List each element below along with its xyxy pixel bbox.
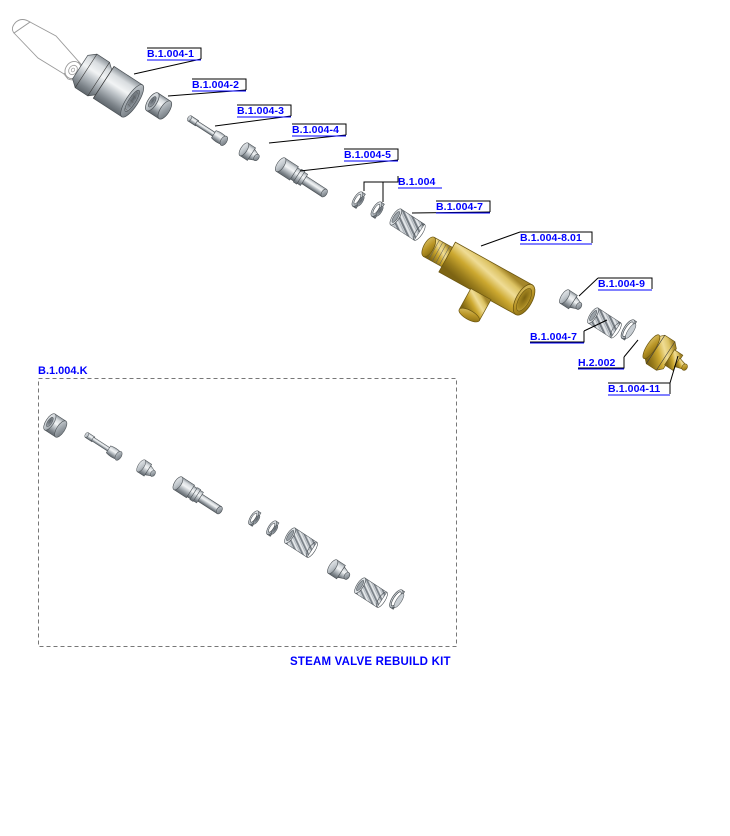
callout-label-b1004-4: B.1.004-4 (292, 124, 339, 136)
leader-h2002b (623, 339, 639, 358)
rebuild-kit-label: B.1.004.K (38, 365, 88, 377)
leader-b1004-2 (192, 78, 247, 90)
part-handle-outline (11, 19, 84, 81)
part-washer-upper (351, 191, 366, 209)
leader-b1004-1b (133, 58, 202, 75)
part-brass-flare-fitting (642, 334, 688, 371)
leader-b1004-9b (578, 277, 599, 297)
leader-b1004-7-lower (530, 331, 585, 343)
kit-parts-group (43, 413, 406, 610)
leader-b1004-5b (299, 159, 399, 172)
callout-label-h2002: H.2.002 (578, 357, 616, 369)
kit-part-seal-cone (327, 559, 351, 580)
leader-b1004-5 (344, 148, 399, 160)
part-valve-stem-body (275, 157, 328, 198)
leader-b1004-3b (214, 115, 292, 127)
leader-b1004-11b (669, 355, 679, 384)
callout-label-b1004-9: B.1.004-9 (598, 278, 645, 290)
kit-part-valve-stem-pin (84, 432, 123, 461)
leader-b1004-1 (147, 47, 202, 59)
leader-b1004-9 (598, 277, 653, 289)
rebuild-kit-title: STEAM VALVE REBUILD KIT (290, 656, 451, 668)
leader-b1004-3 (237, 104, 292, 116)
callout-label-b1004-1: B.1.004-1 (147, 48, 194, 60)
callout-label-b1004-7-upper: B.1.004-7 (436, 201, 483, 213)
part-stem-seal-cone (238, 142, 260, 162)
kit-part-spring-2 (354, 577, 388, 608)
kit-part-retaining-ring (389, 589, 406, 610)
callout-label-b1004-7-lower: B.1.004-7 (530, 331, 577, 343)
kit-part-washer-2 (266, 520, 280, 537)
callout-labels: B.1.004-1 B.1.004-2 B.1.004-3 B.1.004-4 … (147, 48, 670, 396)
kit-part-stem-seal-cone (136, 459, 156, 477)
leader-h2002 (578, 357, 625, 369)
part-packing-gland (145, 92, 173, 120)
part-lower-seal-cone (559, 289, 583, 310)
part-lower-spring (587, 307, 622, 339)
leader-b1004-7-lowerb (583, 319, 608, 332)
leader-b1004-801 (520, 231, 593, 243)
kit-part-spring-1 (284, 527, 318, 558)
part-brass-valve-body (421, 236, 536, 323)
part-hex-coupling-nut (72, 53, 145, 118)
callout-label-b1004-2: B.1.004-2 (192, 79, 239, 91)
part-retaining-ring (620, 319, 638, 341)
kit-part-valve-stem-body (172, 476, 223, 515)
callout-label-b1004-5: B.1.004-5 (344, 149, 391, 161)
leader-b1004-7-upper (436, 200, 491, 212)
callout-label-b1004-11: B.1.004-11 (608, 383, 660, 395)
kit-part-packing-gland (43, 413, 68, 438)
part-washer-lower (370, 201, 385, 219)
callout-label-b1004-3: B.1.004-3 (237, 105, 284, 117)
callout-label-b1004: B.1.004 (398, 176, 436, 188)
leader-b1004-801b (480, 231, 521, 247)
kit-part-washer-1 (248, 510, 262, 527)
leader-b1004-bracket (363, 176, 399, 202)
leader-b1004-4 (292, 123, 347, 135)
part-upper-spring (389, 208, 426, 241)
part-valve-stem-pin (187, 115, 228, 146)
callout-label-b1004-801: B.1.004-8.01 (520, 232, 582, 244)
